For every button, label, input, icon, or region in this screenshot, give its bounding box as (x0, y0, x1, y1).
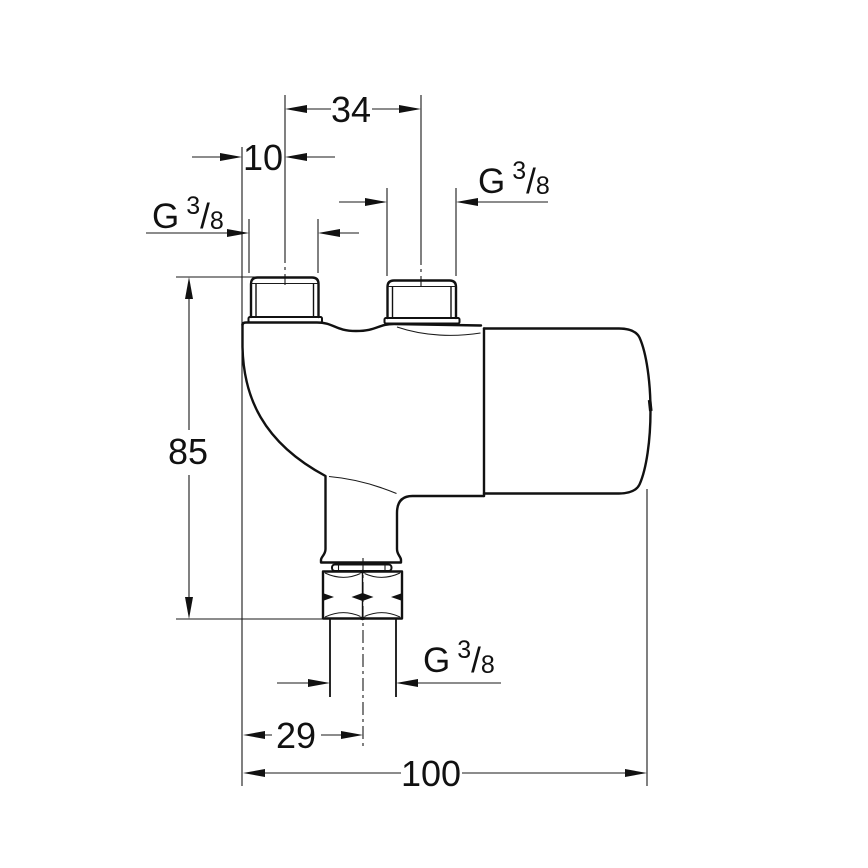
thermostat-knob (482, 327, 653, 498)
dimension-29: 29 (243, 715, 363, 756)
dim-label-10: 10 (243, 137, 283, 178)
dim-label-100: 100 (401, 753, 461, 794)
right-inlet (383, 279, 461, 325)
dimension-85: 85 (168, 277, 208, 619)
outlet-tailpipe (329, 618, 397, 697)
dimension-34: 34 (285, 89, 421, 130)
outlet-nut (321, 563, 404, 621)
knob-seam-mark (647, 399, 653, 412)
dimension-100: 100 (243, 753, 647, 794)
dim-label-34: 34 (331, 89, 371, 130)
dimension-10: 10 (192, 137, 335, 178)
valve-body (241, 321, 486, 564)
dim-label-29: 29 (276, 715, 316, 756)
fixture-outline (241, 276, 653, 697)
dim-label-85: 85 (168, 431, 208, 472)
